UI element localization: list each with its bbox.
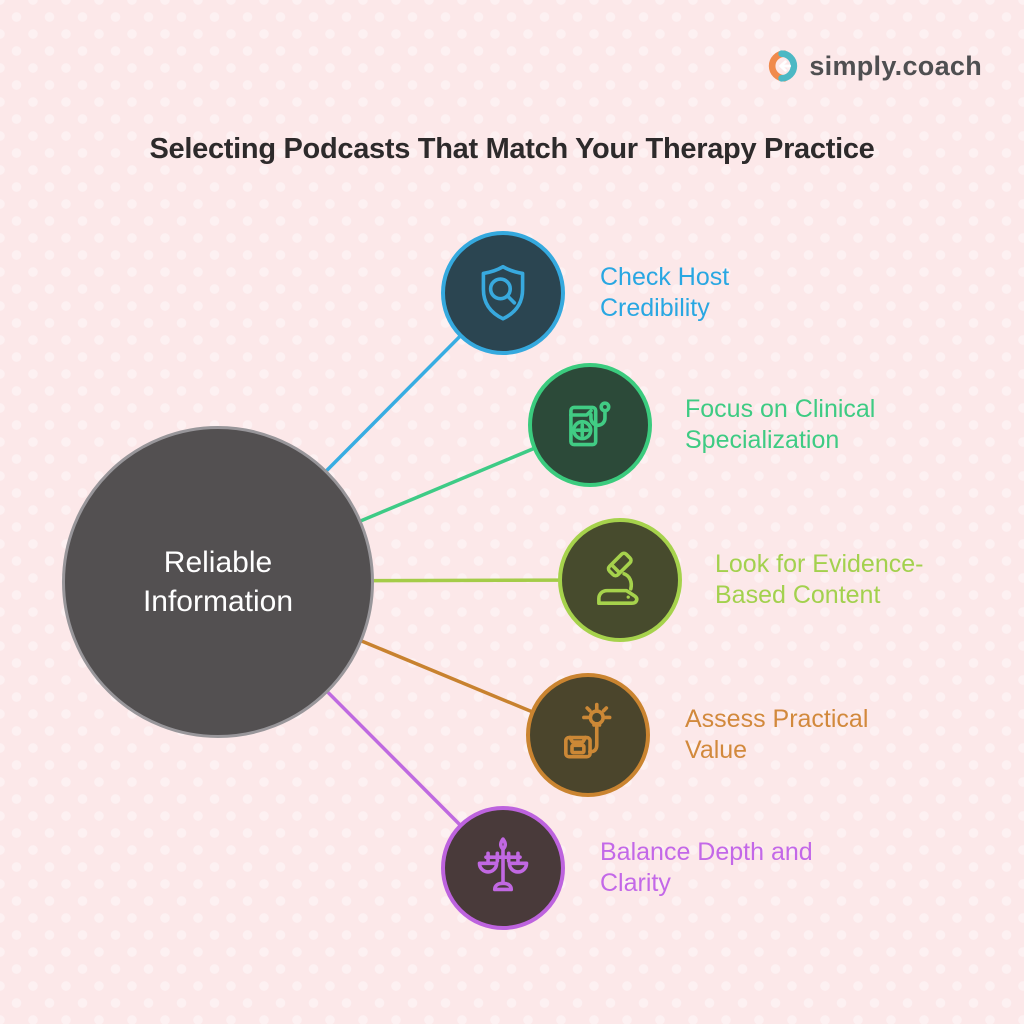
medical-book-stethoscope-icon [569, 401, 611, 447]
label-evidence-based-content: Look for Evidence- Based Content [715, 550, 924, 609]
node-circle-balance-depth-clarity [441, 806, 565, 930]
node-circle-assess-practical-value [526, 673, 650, 797]
node-circle-clinical-specialization [528, 363, 652, 487]
label-assess-practical-value: Assess Practical Value [685, 705, 869, 764]
toolbox-lightbulb-icon [564, 702, 612, 759]
shield-magnifier-icon [481, 264, 525, 321]
label-clinical-specialization: Focus on Clinical Specialization [685, 395, 876, 454]
central-node-label: Reliable Information [142, 546, 294, 618]
label-balance-depth-clarity: Balance Depth and Clarity [600, 838, 813, 897]
central-node-reliable-information: Reliable Information [62, 426, 374, 738]
balance-scale-icon [477, 837, 529, 892]
label-check-host-credibility: Check Host Credibility [600, 263, 730, 322]
microscope-icon [597, 551, 639, 606]
node-circle-evidence-based-content [558, 518, 682, 642]
node-circle-check-host-credibility [441, 231, 565, 355]
page-title: Selecting Podcasts That Match Your Thera… [149, 133, 875, 165]
simply-coach-logo-icon [769, 50, 798, 82]
brand-logo: simply.coach [766, 49, 982, 83]
brand-name: simply.coach [809, 50, 982, 81]
